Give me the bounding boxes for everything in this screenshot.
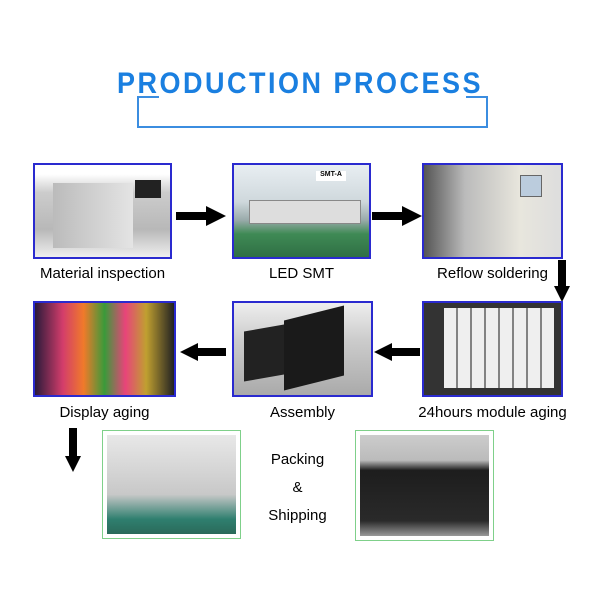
step-label: 24hours module aging — [418, 404, 567, 421]
step-label: Assembly — [269, 404, 336, 421]
display-aging-photo — [33, 301, 176, 397]
step-label: Reflow soldering — [437, 265, 548, 282]
reflow-soldering-photo — [422, 163, 563, 259]
packing-label: Packing — [270, 451, 325, 468]
led-smt-photo: SMT-A — [232, 163, 371, 259]
arrow-left-icon — [180, 343, 226, 361]
module-aging-photo — [422, 301, 563, 397]
arrow-right-icon — [176, 206, 226, 226]
title-bracket — [137, 96, 488, 128]
arrow-down-icon — [65, 428, 81, 472]
packing-crates-photo — [102, 430, 241, 539]
page-title: PRODUCTION PROCESS — [116, 66, 484, 100]
step-label: Display aging — [59, 404, 150, 421]
arrow-left-icon — [374, 343, 420, 361]
ampersand-label: & — [292, 479, 303, 496]
arrow-down-icon — [554, 260, 570, 302]
shipping-label: Shipping — [268, 507, 327, 524]
step-label: Material inspection — [39, 265, 166, 282]
flight-cases-photo — [355, 430, 494, 541]
material-inspection-photo — [33, 163, 172, 259]
step-label: LED SMT — [268, 265, 334, 282]
arrow-right-icon — [372, 206, 422, 226]
assembly-photo — [232, 301, 373, 397]
